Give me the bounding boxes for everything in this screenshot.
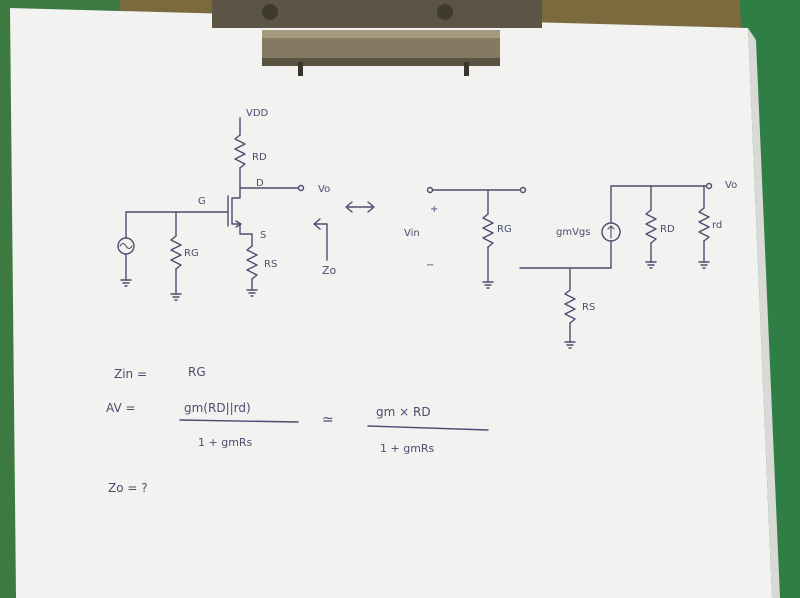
frac1-numerator: gm(RD||rd)	[184, 401, 251, 415]
ground-icon	[482, 281, 494, 289]
mosfet-symbol	[227, 187, 241, 235]
rd-label: RD	[660, 224, 675, 235]
paper-sheet	[10, 8, 772, 598]
vo-terminal	[705, 182, 713, 190]
rg-resistor	[482, 213, 494, 248]
plus-label: +	[430, 204, 438, 215]
gm-source-label: gmVgs	[556, 227, 591, 238]
vo-label: Vo	[318, 184, 330, 195]
ground-icon	[698, 261, 710, 269]
approx-sign: ≃	[322, 412, 334, 428]
rs-resistor	[246, 245, 258, 280]
source-circuit: VDD RD D Vo G RG S RS Zo	[117, 108, 375, 301]
rd-label: RD	[252, 152, 267, 163]
rd-resistor	[234, 134, 246, 169]
equations: Zin = RG AV = gm(RD||rd) 1 + gmRs ≃ gm ×…	[106, 365, 489, 495]
vo-label: Vo	[725, 180, 737, 191]
gate-label: G	[198, 196, 206, 207]
source-label: S	[260, 230, 266, 241]
rdd-label: rd	[712, 220, 722, 231]
vdd-label: VDD	[246, 108, 269, 119]
zo-label: Zo	[322, 264, 337, 277]
ground-icon	[170, 293, 182, 301]
frac2-denominator: 1 + gmRs	[380, 442, 435, 455]
ground-icon	[645, 261, 657, 269]
zo-arrow-icon	[313, 218, 328, 261]
frac2-numerator: gm × RD	[376, 405, 431, 419]
vo-terminal	[297, 184, 305, 192]
ground-icon	[246, 289, 258, 297]
rs-label: RS	[264, 259, 277, 270]
rd-resistor	[645, 209, 657, 244]
minus-label: −	[426, 260, 434, 271]
paper-shadow	[748, 28, 780, 598]
ground-icon	[120, 279, 132, 287]
equivalent-circuit: + Vin − RG gmVgs RD rd Vo RS	[404, 180, 737, 349]
source-arrow	[235, 220, 242, 228]
ground-icon	[564, 341, 576, 349]
rdd-resistor	[698, 207, 710, 242]
rs-label: RS	[582, 302, 595, 313]
vin-label: Vin	[404, 228, 420, 239]
clipboard-clip	[212, 0, 542, 76]
rg-label: RG	[184, 248, 199, 259]
zin-label: Zin =	[114, 367, 147, 381]
rg-resistor	[170, 235, 182, 270]
fraction-bar	[367, 425, 489, 431]
av-label: AV =	[106, 401, 136, 415]
zo-question: Zo = ?	[108, 481, 148, 495]
frac1-denominator: 1 + gmRs	[198, 436, 253, 449]
equivalence-arrow-icon	[345, 201, 375, 213]
zin-value: RG	[188, 365, 206, 379]
fraction-bar	[179, 419, 299, 423]
rg-label: RG	[497, 224, 512, 235]
drain-label: D	[256, 178, 264, 189]
rs-resistor	[564, 289, 576, 324]
